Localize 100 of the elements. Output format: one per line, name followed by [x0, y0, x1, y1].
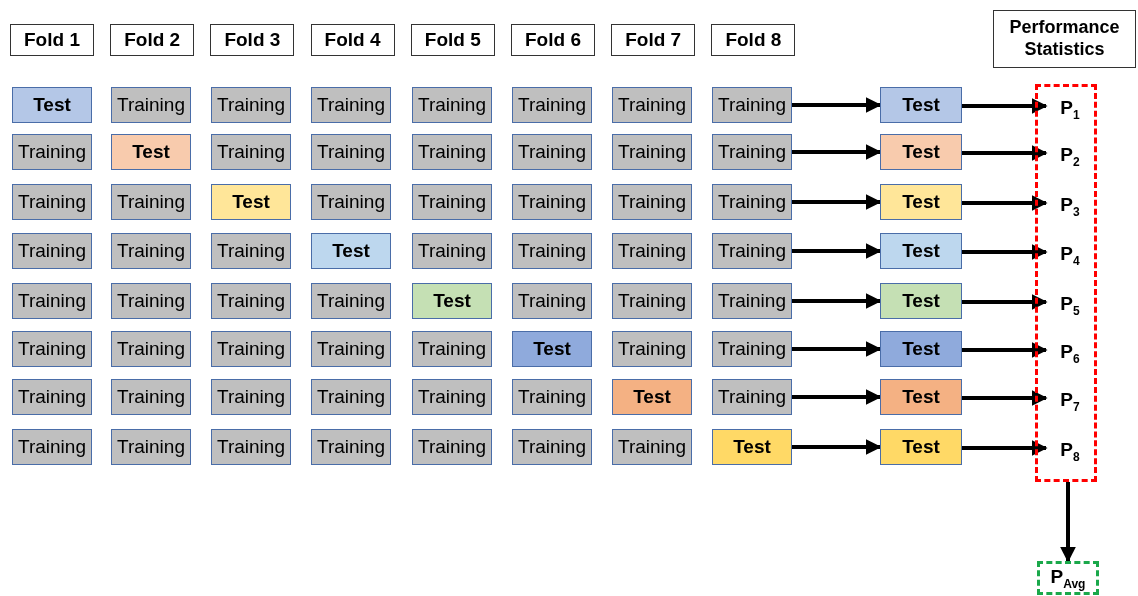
performance-metric: P$_{6}$: [1049, 337, 1091, 369]
training-block: Training: [111, 184, 191, 220]
training-block: Training: [612, 87, 692, 123]
training-block: Training: [412, 429, 492, 465]
training-block: Training: [512, 233, 592, 269]
training-block: Training: [12, 331, 92, 367]
stats-header: Performance Statistics: [993, 10, 1136, 68]
performance-metric: P$_{5}$: [1049, 289, 1091, 321]
training-block: Training: [12, 283, 92, 319]
test-block: Test: [512, 331, 592, 367]
training-block: Training: [612, 429, 692, 465]
test-block: Test: [311, 233, 391, 269]
training-block: Training: [111, 87, 191, 123]
training-block: Training: [12, 134, 92, 170]
test-block: Test: [712, 429, 792, 465]
test-block: Test: [880, 379, 962, 415]
arrow: [962, 342, 1048, 358]
training-block: Training: [12, 429, 92, 465]
training-block: Training: [712, 87, 792, 123]
arrow: [962, 244, 1048, 260]
training-block: Training: [712, 379, 792, 415]
training-block: Training: [712, 233, 792, 269]
test-block: Test: [880, 331, 962, 367]
training-block: Training: [412, 87, 492, 123]
arrow: [1060, 482, 1076, 563]
training-block: Training: [311, 184, 391, 220]
training-block: Training: [512, 184, 592, 220]
fold-header: Fold 7: [611, 24, 696, 56]
average-metric-box: P$_{Avg}$: [1037, 561, 1099, 595]
training-block: Training: [712, 184, 792, 220]
training-block: Training: [211, 429, 291, 465]
training-block: Training: [211, 87, 291, 123]
training-block: Training: [311, 379, 391, 415]
training-block: Training: [412, 379, 492, 415]
training-block: Training: [612, 184, 692, 220]
training-block: Training: [12, 379, 92, 415]
performance-metric: P$_{3}$: [1049, 190, 1091, 222]
performance-metric: P$_{4}$: [1049, 239, 1091, 271]
arrow: [962, 195, 1048, 211]
training-block: Training: [111, 233, 191, 269]
fold-header: Fold 4: [310, 24, 395, 56]
arrow: [792, 194, 882, 210]
test-block: Test: [880, 283, 962, 319]
test-block: Test: [880, 87, 962, 123]
performance-metric: P$_{8}$: [1049, 435, 1091, 467]
training-block: Training: [512, 429, 592, 465]
arrow: [792, 341, 882, 357]
test-block: Test: [211, 184, 291, 220]
test-block: Test: [880, 184, 962, 220]
arrow: [962, 440, 1048, 456]
dashed-group-box: [1035, 84, 1097, 482]
performance-metric: P$_{2}$: [1049, 140, 1091, 172]
fold-header: Fold 3: [210, 24, 295, 56]
training-block: Training: [211, 134, 291, 170]
training-block: Training: [612, 134, 692, 170]
training-block: Training: [211, 233, 291, 269]
training-block: Training: [311, 283, 391, 319]
test-block: Test: [612, 379, 692, 415]
training-block: Training: [712, 331, 792, 367]
performance-metric: P$_{7}$: [1049, 385, 1091, 417]
test-block: Test: [880, 429, 962, 465]
arrow: [962, 390, 1048, 406]
arrow: [792, 97, 882, 113]
training-block: Training: [512, 379, 592, 415]
arrow: [962, 98, 1048, 114]
fold-header: Fold 5: [410, 24, 495, 56]
training-block: Training: [111, 283, 191, 319]
arrow: [792, 293, 882, 309]
training-block: Training: [311, 134, 391, 170]
training-block: Training: [311, 331, 391, 367]
training-block: Training: [712, 283, 792, 319]
training-block: Training: [712, 134, 792, 170]
arrow: [792, 389, 882, 405]
training-block: Training: [612, 283, 692, 319]
fold-header: Fold 8: [711, 24, 796, 56]
test-block: Test: [12, 87, 92, 123]
training-block: Training: [412, 331, 492, 367]
training-block: Training: [12, 233, 92, 269]
training-block: Training: [211, 379, 291, 415]
training-block: Training: [612, 331, 692, 367]
training-block: Training: [111, 379, 191, 415]
training-block: Training: [412, 184, 492, 220]
fold-header: Fold 1: [10, 24, 94, 56]
arrow: [792, 144, 882, 160]
training-block: Training: [12, 184, 92, 220]
training-block: Training: [111, 331, 191, 367]
performance-metric: P$_{1}$: [1049, 93, 1091, 125]
training-block: Training: [412, 233, 492, 269]
fold-header: Fold 2: [110, 24, 195, 56]
fold-header: Fold 6: [511, 24, 595, 56]
training-block: Training: [512, 134, 592, 170]
training-block: Training: [512, 87, 592, 123]
arrow: [792, 243, 882, 259]
test-block: Test: [880, 134, 962, 170]
test-block: Test: [412, 283, 492, 319]
arrow: [792, 439, 882, 455]
training-block: Training: [311, 87, 391, 123]
training-block: Training: [612, 233, 692, 269]
test-block: Test: [880, 233, 962, 269]
arrow: [962, 145, 1048, 161]
